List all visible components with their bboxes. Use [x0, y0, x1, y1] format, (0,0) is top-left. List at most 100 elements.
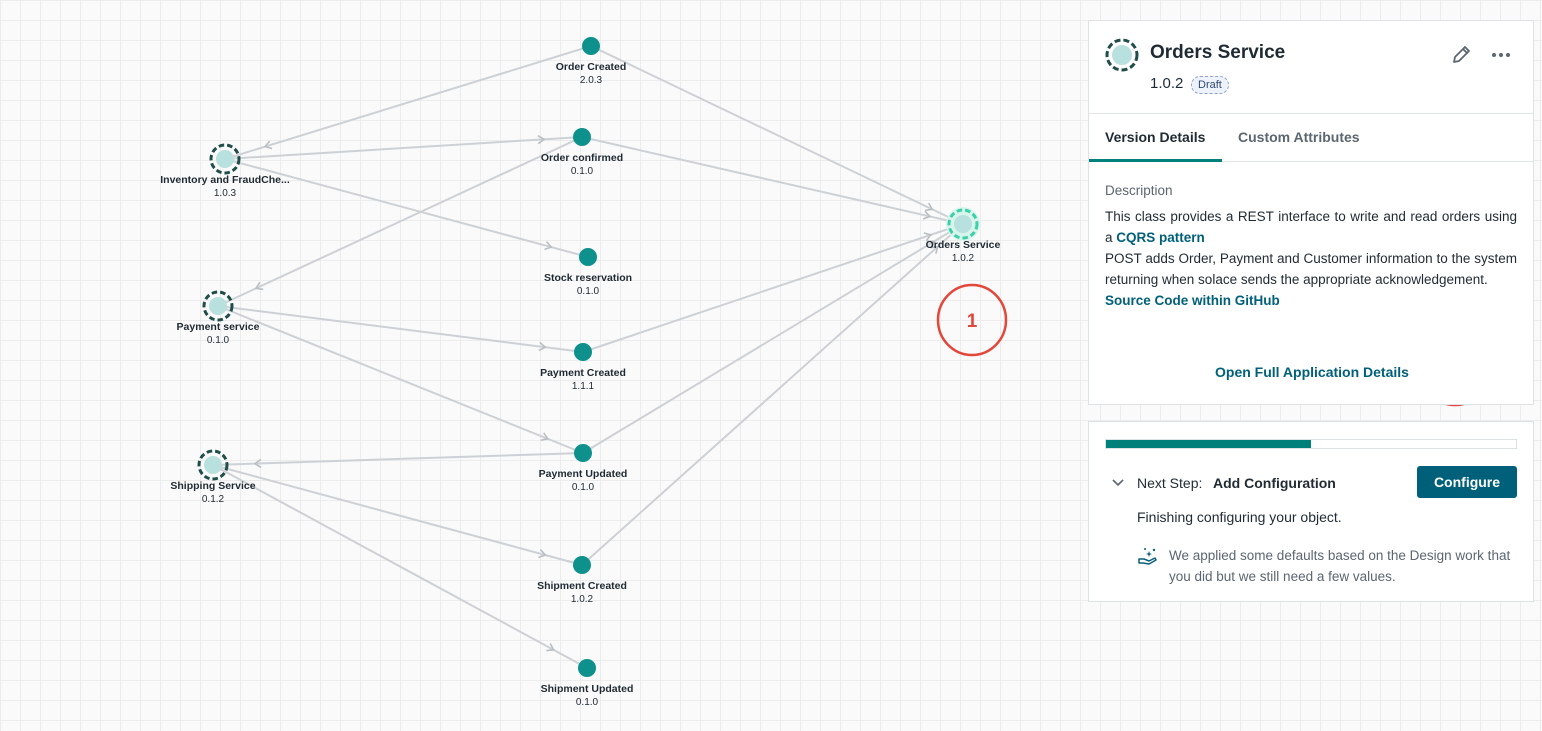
description-line-2: POST adds Order, Payment and Customer in…	[1105, 251, 1517, 287]
edge-arrow	[546, 643, 555, 652]
node-label: Shipment Created	[537, 580, 627, 592]
configuration-panel: Next Step: Add Configuration Configure F…	[1088, 421, 1534, 602]
edge-arrow	[263, 140, 273, 150]
node-label: Payment service	[177, 321, 260, 333]
graph-node-order-confirmed[interactable]: Order confirmed 0.1.0	[541, 128, 623, 177]
graph-node-shipping-service[interactable]: Shipping Service 0.1.2	[170, 449, 256, 505]
graph-node-shipment-created[interactable]: Shipment Created 1.0.2	[537, 556, 627, 605]
graph-edge	[581, 223, 964, 566]
event-node-dot[interactable]	[579, 248, 597, 266]
progress-fill	[1106, 440, 1311, 448]
node-version: 1.0.3	[214, 188, 237, 199]
edge-arrow	[930, 245, 939, 254]
description-text: This class provides a REST interface to …	[1105, 206, 1517, 311]
app-node-ring[interactable]	[197, 449, 229, 481]
application-version: 1.0.2	[1150, 75, 1184, 92]
node-label: Order confirmed	[541, 152, 623, 164]
app-node-core	[954, 215, 972, 233]
event-node-dot[interactable]	[578, 659, 596, 677]
node-label: Payment Updated	[539, 468, 628, 480]
edge-arrow	[544, 241, 553, 251]
graph-edge	[217, 136, 583, 307]
node-version: 0.1.0	[576, 697, 599, 708]
next-step-value: Add Configuration	[1213, 475, 1336, 491]
graph-edge	[224, 158, 589, 258]
graph-edge	[212, 452, 584, 466]
edge-arrow	[254, 281, 264, 291]
edge-arrow	[922, 210, 932, 220]
node-version: 0.1.2	[202, 494, 225, 505]
status-badge: Draft	[1191, 76, 1229, 94]
node-version: 2.0.3	[580, 75, 603, 86]
callout-circle	[936, 283, 1008, 357]
graph-edge	[224, 45, 592, 160]
event-node-dot[interactable]	[573, 128, 591, 146]
node-label: Orders Service	[926, 239, 1001, 251]
graph-edge	[217, 305, 584, 454]
open-full-application-details-link[interactable]: Open Full Application Details	[1215, 364, 1409, 380]
graph-edge	[582, 223, 964, 353]
tab-version-details[interactable]: Version Details	[1105, 129, 1206, 145]
node-version: 0.1.0	[577, 286, 600, 297]
node-label: Shipping Service	[170, 480, 255, 492]
event-node-dot[interactable]	[573, 556, 591, 574]
description-label: Description	[1105, 183, 1173, 198]
event-node-dot[interactable]	[574, 444, 592, 462]
edge-arrow	[538, 549, 547, 559]
application-title: Orders Service	[1150, 42, 1286, 63]
node-label: Inventory and FraudChe...	[160, 174, 290, 186]
graph-edge	[224, 136, 583, 160]
node-version: 1.0.2	[952, 253, 975, 264]
graph-node-stock-reservation[interactable]: Stock reservation 0.1.0	[544, 248, 632, 297]
source-code-link[interactable]: Source Code within GitHub	[1105, 293, 1280, 308]
node-label: Stock reservation	[544, 272, 632, 284]
more-options-icon[interactable]	[1489, 43, 1513, 67]
graph-node-payment-created[interactable]: Payment Created 1.1.1	[540, 343, 626, 392]
graph-node-orders-service[interactable]: Orders Service 1.0.2	[926, 207, 1001, 264]
app-node-ring[interactable]	[947, 208, 979, 240]
application-details-panel: Orders Service 1.0.2 Draft Version Detai…	[1088, 20, 1534, 405]
description-line-1: This class provides a REST interface to …	[1105, 209, 1517, 245]
graph-edges	[212, 45, 964, 669]
app-node-ring[interactable]	[202, 290, 234, 322]
next-step-label: Next Step:	[1137, 475, 1203, 491]
chevron-down-icon[interactable]	[1111, 476, 1125, 490]
configure-button[interactable]: Configure	[1417, 466, 1517, 498]
defaults-hint-text: We applied some defaults based on the De…	[1169, 548, 1511, 584]
application-icon	[1105, 38, 1139, 72]
hand-sparkle-icon	[1138, 548, 1157, 565]
edge-arrow	[538, 341, 547, 352]
graph-edge	[212, 464, 583, 566]
event-node-dot[interactable]	[574, 343, 592, 361]
node-version: 0.1.0	[571, 166, 594, 177]
graph-edge	[212, 464, 588, 669]
event-node-dot[interactable]	[582, 37, 600, 55]
active-tab-indicator	[1089, 159, 1222, 162]
cqrs-pattern-link[interactable]: CQRS pattern	[1116, 230, 1205, 245]
graph-node-inventory[interactable]: Inventory and FraudChe... 1.0.3	[160, 143, 290, 199]
configuration-progress-bar	[1105, 439, 1517, 449]
edit-pencil-icon[interactable]	[1449, 43, 1473, 67]
app-node-ring[interactable]	[209, 143, 241, 175]
edge-arrow	[923, 232, 933, 242]
graph-edge	[581, 136, 964, 225]
graph-edge	[590, 45, 964, 225]
node-version: 1.1.1	[572, 381, 595, 392]
node-label: Payment Created	[540, 367, 626, 379]
app-node-core	[209, 297, 227, 315]
callout-number: 1	[967, 311, 978, 332]
edge-arrow	[253, 458, 262, 469]
callout-marker-1: 1	[936, 283, 1008, 357]
tab-custom-attributes[interactable]: Custom Attributes	[1238, 129, 1360, 145]
edge-arrow	[540, 432, 550, 442]
node-version: 1.0.2	[571, 594, 594, 605]
details-tabs: Version Details Custom Attributes	[1089, 113, 1533, 162]
edge-arrow	[537, 135, 546, 145]
graph-edge	[217, 305, 584, 353]
